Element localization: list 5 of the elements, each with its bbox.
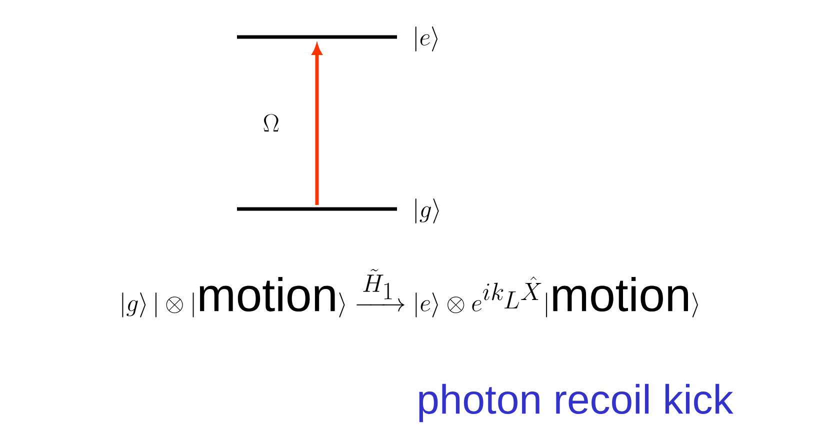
state-label: $|e\rangle$ xyxy=(415,26,438,52)
edge-label: $\Omega$ xyxy=(264,114,279,132)
annotation: photon recoil kick xyxy=(419,384,734,422)
equation: $|g\rangle\,|\otimes|\text{motion}\rangle \xrightarrow{\tilde{H}_1} |e\rangle\otimes e^{ik_L\hat{X}}|\text{motion}\rangle$ xyxy=(122,269,698,318)
state-label: $|g\rangle$ xyxy=(415,198,439,224)
